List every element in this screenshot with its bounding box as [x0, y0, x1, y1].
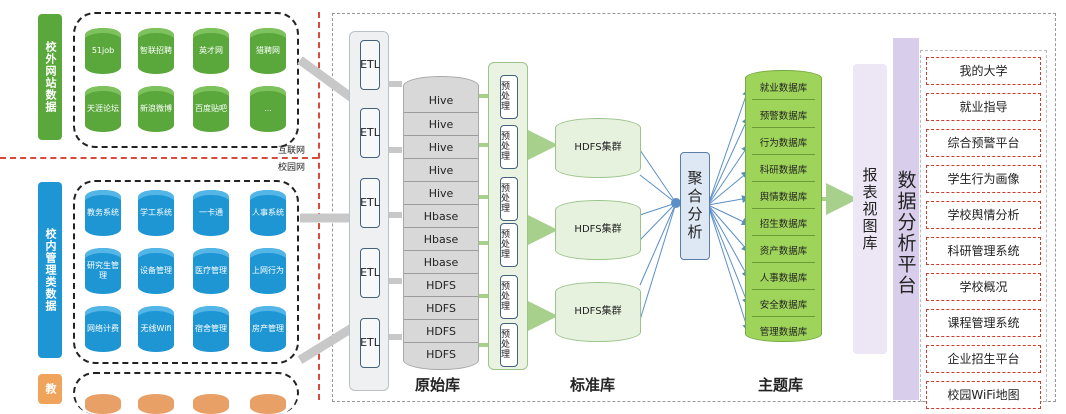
- preprocess-box: 预处理: [500, 223, 518, 267]
- source-jiaowu: 教务系统: [85, 190, 121, 236]
- report-view-library: 报表视图库: [853, 64, 887, 354]
- raw-row: Hive: [404, 158, 478, 182]
- theme-db: 行为数据库: [752, 134, 815, 155]
- source-yikatong: 一卡通: [193, 190, 229, 236]
- theme-db: 科研数据库: [752, 161, 815, 182]
- aggregation-analysis-box: 聚合分析: [680, 152, 710, 260]
- source-tieba: 百度贴吧: [193, 86, 229, 132]
- app-research-management[interactable]: 科研管理系统: [926, 237, 1041, 265]
- divider-campus-label: 校园网: [278, 163, 306, 173]
- campus-source-group: 教务系统 学工系统 一卡通 人事系统 研究生管理 设备管理 医疗管理 上网行为 …: [73, 180, 299, 364]
- source-jifei: 网络计费: [85, 306, 121, 352]
- app-employment-guide[interactable]: 就业指导: [926, 93, 1041, 121]
- app-enterprise-recruit[interactable]: 企业招生平台: [926, 345, 1041, 373]
- source-more: ...: [250, 86, 286, 132]
- source-renshi: 人事系统: [250, 190, 286, 236]
- source-yanjiusheng: 研究生管理: [85, 248, 121, 294]
- app-school-overview[interactable]: 学校概况: [926, 273, 1041, 301]
- campus-data-label: 校内管理类数据: [38, 182, 62, 358]
- raw-row: HDFS: [404, 319, 478, 343]
- raw-row: Hbase: [404, 204, 478, 228]
- zone-divider: [318, 12, 320, 400]
- source-liepin: 猎聘网: [250, 28, 286, 74]
- hdfs-cluster-2: HDFS集群: [555, 200, 641, 260]
- theme-db: 预警数据库: [752, 107, 815, 128]
- app-course-management[interactable]: 课程管理系统: [926, 309, 1041, 337]
- etl-box-4: ETL: [360, 248, 380, 298]
- raw-row: Hive: [428, 94, 454, 107]
- preprocess-box: 预处理: [500, 125, 518, 169]
- preprocess-box: 预处理: [500, 177, 518, 221]
- raw-row: HDFS: [404, 273, 478, 297]
- theme-db: 安全数据库: [752, 296, 815, 317]
- raw-row: Hive: [404, 181, 478, 205]
- source-shangwang: 上网行为: [250, 248, 286, 294]
- etl-box-3: ETL: [360, 178, 380, 228]
- raw-store-cylinder: Hive Hive Hive Hive Hive Hbase Hbase Hba…: [403, 76, 479, 370]
- app-my-university[interactable]: 我的大学: [926, 57, 1041, 85]
- theme-store-label: 主题库: [758, 376, 804, 394]
- etl-box-5: ETL: [360, 318, 380, 368]
- source-wifi: 无线Wifi: [138, 306, 174, 352]
- flow-arrows: [297, 56, 858, 364]
- preprocess-column: 预处理 预处理 预处理 预处理 预处理 预处理: [488, 62, 528, 370]
- network-divider: [0, 157, 318, 159]
- etl-box-1: ETL: [360, 40, 380, 90]
- app-student-profile[interactable]: 学生行为画像: [926, 165, 1041, 193]
- app-warning-platform[interactable]: 综合预警平台: [926, 129, 1041, 157]
- theme-db: 舆情数据库: [752, 188, 815, 209]
- source-fangchan: 房产管理: [250, 306, 286, 352]
- preprocess-box: 预处理: [500, 323, 518, 367]
- standard-store-label: 标准库: [570, 376, 616, 394]
- hdfs-cluster-1: HDFS集群: [555, 118, 641, 178]
- raw-row: HDFS: [404, 342, 478, 366]
- divider-internet-label: 互联网: [278, 146, 306, 156]
- source-shebei: 设备管理: [138, 248, 174, 294]
- hdfs-cluster-3: HDFS集群: [555, 282, 641, 342]
- theme-db: 管理数据库: [759, 327, 808, 338]
- analytics-platform: 数据分析平台: [893, 38, 919, 400]
- source-yiliao: 医疗管理: [193, 248, 229, 294]
- theme-db: 就业数据库: [752, 79, 815, 100]
- preprocess-box: 预处理: [500, 275, 518, 319]
- etl-column: ETL ETL ETL ETL ETL: [349, 31, 389, 391]
- internet-source-group: 51job 智联招聘 英才网 猎聘网 天涯论坛 新浪微博 百度贴吧 ...: [73, 12, 299, 148]
- raw-row: HDFS: [404, 296, 478, 320]
- theme-db: 人事数据库: [752, 269, 815, 290]
- source-xuegong: 学工系统: [138, 190, 174, 236]
- theme-db: 招生数据库: [752, 215, 815, 236]
- source-tianya: 天涯论坛: [85, 86, 121, 132]
- source-zhilian: 智联招聘: [138, 28, 174, 74]
- app-campus-wifi-map[interactable]: 校园WiFi地图: [926, 381, 1041, 409]
- raw-row: Hbase: [404, 227, 478, 251]
- preprocess-box: 预处理: [500, 75, 518, 119]
- raw-row: Hbase: [404, 250, 478, 274]
- source-yingcai: 英才网: [193, 28, 229, 74]
- etl-box-2: ETL: [360, 108, 380, 158]
- source-sushe: 宿舍管理: [193, 306, 229, 352]
- raw-store-label: 原始库: [415, 376, 461, 394]
- raw-row: Hive: [404, 112, 478, 136]
- raw-row: Hive: [404, 135, 478, 159]
- source-weibo: 新浪微博: [138, 86, 174, 132]
- theme-store-cylinder: 就业数据库 预警数据库 行为数据库 科研数据库 舆情数据库 招生数据库 资产数据…: [745, 70, 822, 342]
- source-51job: 51job: [85, 28, 121, 74]
- internet-data-label: 校外网站数据: [38, 14, 62, 140]
- teaching-data-label: 教: [38, 374, 62, 404]
- app-opinion-analysis[interactable]: 学校舆情分析: [926, 201, 1041, 229]
- theme-db: 资产数据库: [752, 242, 815, 263]
